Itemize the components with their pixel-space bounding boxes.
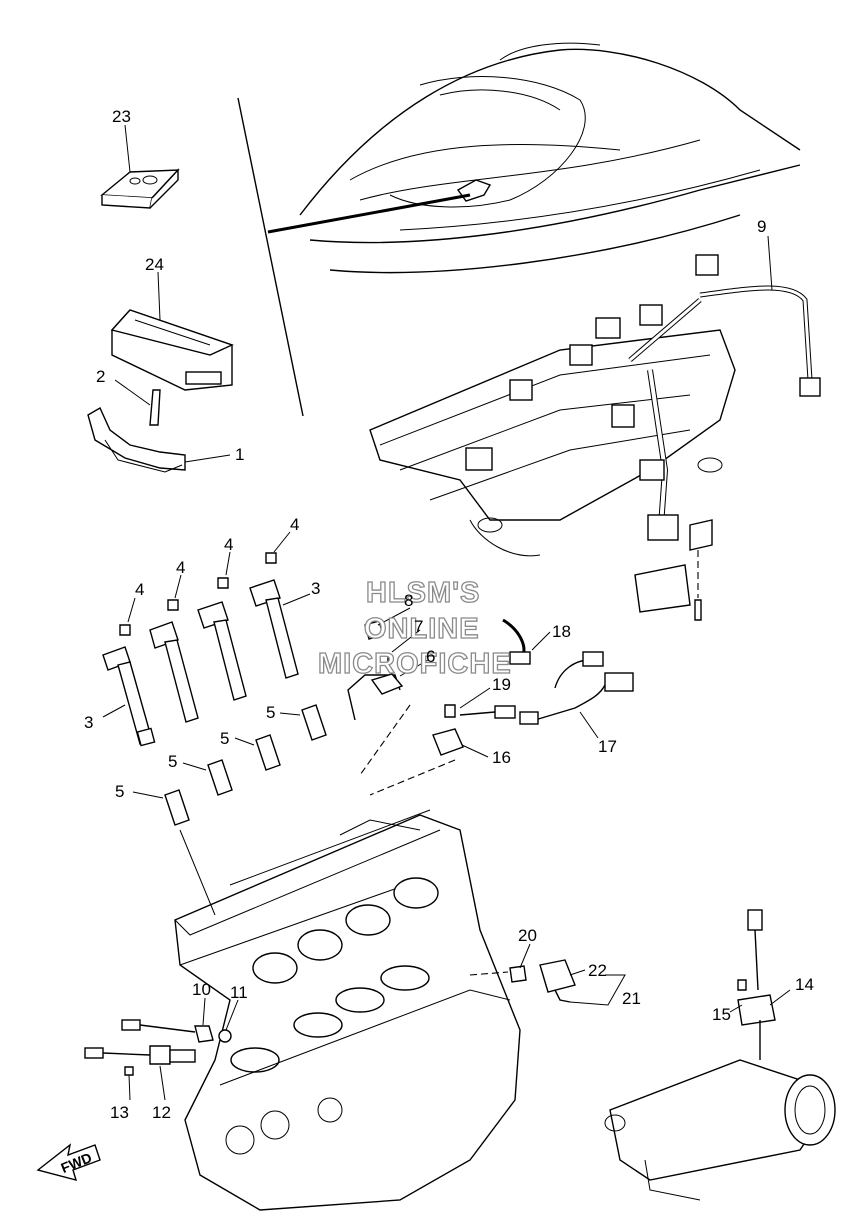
callout-19: 19 bbox=[492, 675, 511, 694]
callout-9: 9 bbox=[757, 217, 766, 236]
callout-4c: 4 bbox=[176, 558, 185, 577]
control-unit-box bbox=[87, 271, 234, 473]
callout-1: 1 bbox=[235, 445, 244, 464]
callout-2: 2 bbox=[96, 367, 105, 386]
callout-12: 12 bbox=[152, 1103, 171, 1122]
callout-4a: 4 bbox=[290, 515, 299, 534]
callout-16: 16 bbox=[492, 748, 511, 767]
separator-line bbox=[237, 97, 304, 417]
callout-5c: 5 bbox=[168, 752, 177, 771]
watermark-line-1: HLSM'S bbox=[366, 577, 480, 609]
callout-22: 22 bbox=[588, 961, 607, 980]
watermark: HLSM'S ONLINE MICROFICHE bbox=[317, 576, 512, 680]
callout-18: 18 bbox=[552, 622, 571, 641]
right-sensors bbox=[469, 943, 626, 1006]
lower-sensors bbox=[84, 997, 239, 1101]
spark-plugs bbox=[132, 704, 327, 916]
ignition-coils bbox=[102, 531, 311, 747]
remote-transmitter bbox=[100, 124, 180, 209]
watercraft-hull bbox=[267, 42, 801, 274]
callout-labels: 23 24 2 1 9 4 4 4 4 3 3 8 7 6 18 19 17 1… bbox=[84, 107, 814, 1122]
callout-21: 21 bbox=[622, 989, 641, 1008]
callout-23: 23 bbox=[112, 107, 131, 126]
intake-sensor bbox=[604, 909, 836, 1201]
wire-harness bbox=[369, 235, 821, 621]
engine-block bbox=[174, 809, 521, 1211]
callout-5a: 5 bbox=[266, 703, 275, 722]
callout-11: 11 bbox=[230, 983, 248, 1002]
callout-17: 17 bbox=[598, 737, 617, 756]
watermark-line-2: ONLINE bbox=[364, 613, 480, 645]
callout-13: 13 bbox=[110, 1103, 129, 1122]
forward-direction-arrow: FWD bbox=[36, 1143, 101, 1181]
callout-20: 20 bbox=[518, 926, 537, 945]
callout-7: 7 bbox=[414, 617, 423, 636]
watermark-line-3: MICROFICHE bbox=[318, 648, 512, 680]
callout-5b: 5 bbox=[220, 729, 229, 748]
callout-8: 8 bbox=[404, 591, 413, 610]
callout-3-right: 3 bbox=[311, 579, 320, 598]
callout-6: 6 bbox=[426, 647, 435, 666]
callout-4d: 4 bbox=[135, 580, 144, 599]
callout-4b: 4 bbox=[224, 535, 233, 554]
sensor-group bbox=[347, 607, 634, 796]
callout-15: 15 bbox=[712, 1005, 731, 1024]
callout-5d: 5 bbox=[115, 782, 124, 801]
callout-3-left: 3 bbox=[84, 713, 93, 732]
callout-14: 14 bbox=[795, 975, 814, 994]
callout-24: 24 bbox=[145, 255, 164, 274]
callout-10: 10 bbox=[192, 980, 211, 999]
